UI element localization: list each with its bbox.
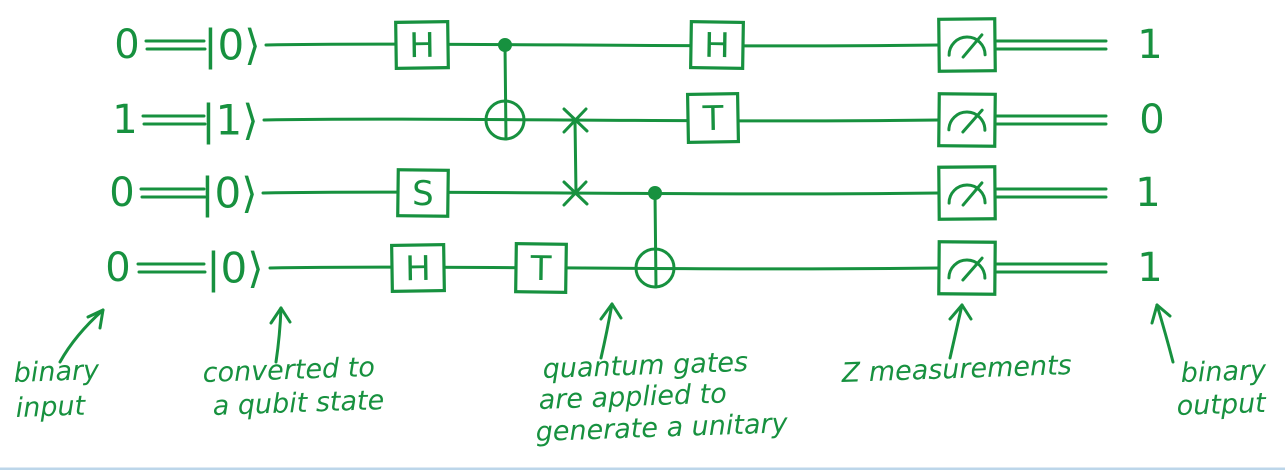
annotation-text: binary [13,355,100,389]
qubit-wire-3: 0 |0⟩ 1 [109,169,1160,218]
control-dot-q3 [648,186,662,200]
input-bit-1: 0 [114,22,139,68]
bottom-rule [0,467,1285,470]
annotation-text: a qubit state [212,385,385,422]
gate-box [685,91,741,145]
swap-connector-line [573,118,578,195]
control-dot-q1 [498,38,512,52]
meter-arc-icon [947,110,987,132]
cnot-connector-line [653,191,658,289]
annotation-text: quantum gates [542,347,748,385]
gate-label-s: S [412,174,434,214]
meter-arc-icon [947,183,987,205]
gate-h-q1-second: H [689,19,745,71]
gate-box [394,20,450,70]
measurement-q3 [937,165,997,221]
arrow-up-icon [599,302,614,360]
gate-label-h: H [704,26,730,66]
classical-double-line-out-4 [995,262,1108,274]
meter-needle-icon [961,33,984,59]
arrow-head-icon [948,303,973,321]
annotation-text: Z measurements [840,350,1072,389]
gate-box [396,168,450,218]
qubit-wire-1: 0 |0⟩ 1 [114,21,1162,70]
classical-double-line-out-2 [995,114,1108,126]
gate-h-q1-first: H [394,20,450,70]
meter-needle-icon [961,256,984,282]
meter-needle-icon [961,108,984,134]
cnot-q1-q2 [484,38,526,141]
swap-x-icon-q3 [562,180,589,207]
quantum-wire-3 [261,190,941,196]
output-bit-4: 1 [1137,245,1162,291]
annotation-text: input [15,391,87,424]
classical-double-line-in-1 [144,39,207,51]
arrow-head-icon [1150,303,1172,325]
qubit-wire-4: 0 |0⟩ 1 [105,244,1162,293]
annotation-binary-output: binary output [1150,303,1268,422]
measure-box [937,17,997,73]
measurement-q4 [937,240,997,296]
annotation-binary-input: binary input [13,308,105,424]
annotation-z-measurements: Z measurements [840,303,1072,389]
ket-state-1: |0⟩ [203,21,260,70]
output-bit-3: 1 [1135,170,1160,216]
arrow-up-icon [1155,303,1175,364]
annotation-text: binary [1180,355,1267,389]
output-bit-1: 1 [1137,22,1162,68]
swap-q2-q3 [562,107,589,207]
gate-t-q4: T [514,242,568,294]
arrow-up-icon [948,303,964,360]
gate-box [689,19,745,71]
ket-state-2: |1⟩ [201,96,258,145]
arrow-up-icon [58,308,105,364]
input-bit-2: 1 [112,97,137,143]
annotation-text: converted to [202,352,375,389]
gate-label-h: H [409,26,435,66]
meter-needle-icon [961,181,984,207]
quantum-wire-2 [262,117,941,123]
annotation-text: are applied to [538,378,727,416]
arrow-up-icon [274,306,283,364]
arrow-head-icon [269,306,292,325]
annotation-text: output [1176,388,1267,422]
gate-box [514,242,568,294]
cnot-connector-line [503,43,508,141]
gate-label-h: H [405,249,431,289]
gate-label-t: T [529,249,552,289]
meter-arc-icon [947,35,987,57]
gate-box [390,242,446,294]
input-bit-4: 0 [105,245,130,291]
gate-t-q2: T [685,91,741,145]
qubit-wire-2: 1 |1⟩ 0 [112,96,1164,145]
gate-s-q3: S [396,168,450,218]
classical-double-line-in-4 [136,262,207,274]
meter-arc-icon [947,258,987,280]
cnot-q3-q4 [634,186,676,289]
measurement-q1 [937,17,997,73]
input-bit-3: 0 [109,170,134,216]
swap-x-icon-q2 [562,107,589,134]
measure-box [937,240,997,296]
quantum-wire-4 [268,265,941,271]
gate-label-t: T [701,99,724,139]
annotation-converted-to-qubit-state: converted to a qubit state [202,306,385,422]
arrow-head-icon [86,308,105,330]
ket-state-3: |0⟩ [200,169,257,218]
measurement-q2 [937,92,997,148]
arrow-head-icon [599,302,623,321]
annotation-quantum-gates: quantum gates are applied to generate a … [535,302,789,448]
measure-box [937,165,997,221]
ket-state-4: |0⟩ [206,244,263,293]
classical-double-line-out-1 [995,39,1108,51]
output-bit-2: 0 [1139,97,1164,143]
measure-box [937,92,997,148]
cnot-target-icon [634,247,676,289]
classical-double-line-in-3 [139,187,207,199]
gate-h-q4: H [390,242,446,294]
quantum-wire-1 [264,42,941,48]
classical-double-line-out-3 [995,187,1108,199]
cnot-target-icon [484,99,526,141]
classical-double-line-in-2 [141,114,207,126]
